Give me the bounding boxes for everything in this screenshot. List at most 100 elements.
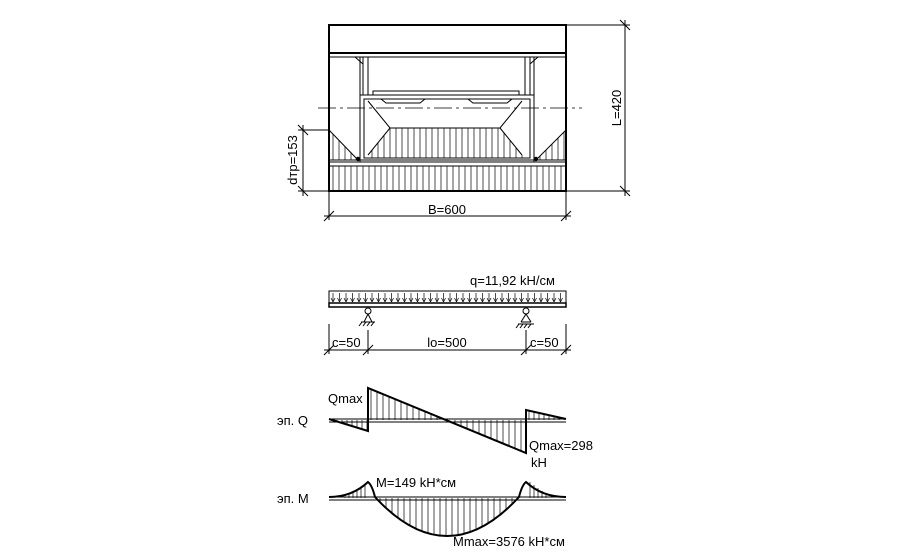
hatch-line [371,297,375,303]
hatch-line [506,297,509,303]
support-right [515,307,534,329]
insert-right [466,98,514,104]
hatch-line [480,297,483,303]
trapezoid-left-bottom [367,127,391,156]
rebar-left [355,156,361,162]
trapezoid-top [367,100,523,129]
m-max-label: Mmax=3576 kH*см [453,534,565,549]
m-support-label: M=149 kH*см [376,475,456,490]
hatch-line [337,297,340,303]
hatch-line [356,297,360,303]
diag-outer-right [535,129,567,161]
hatch-line [423,297,427,303]
rebar-right [533,156,539,162]
hatch-line [501,297,505,303]
hatch-line [339,297,342,303]
haunch-left [354,56,364,65]
beam-body [328,302,567,308]
hatch-line [514,297,518,303]
hatch-line [395,297,399,303]
hatch-line [343,297,347,303]
hatch-line [558,297,561,303]
hatch-line [332,297,336,303]
hatch-line [495,297,498,303]
dim-width-label: B=600 [428,202,466,217]
hatch-line [545,297,548,303]
hatch-line [358,297,362,303]
hatch-line [486,297,490,303]
dim-height-label: L=420 [609,90,624,127]
load-band [328,290,567,304]
section-hatch [332,128,565,190]
load-arrows [330,293,563,303]
hatch-line [428,297,431,303]
hatch-line [447,297,451,303]
hatch-line [475,297,479,303]
hatch-line [488,297,492,303]
cross-section: L=420 B=600 dтр=153 [285,19,631,222]
hatch-line [404,297,407,303]
moment-diagram-label: эп. М [277,491,309,506]
hatch-line [456,297,459,303]
hatch-line [430,297,433,303]
hatch-line [389,297,392,303]
hatch-line [538,297,542,303]
dim-depth-label: dтр=153 [285,135,300,185]
hatch-line [449,297,453,303]
dim-height: L=420 [566,19,631,197]
hatch-line [482,297,485,303]
support-left [358,307,375,327]
hatch-line [415,297,418,303]
hatch-line [436,297,440,303]
shear-diagram: эп. Q Qmax Qmax=298 kH [277,386,593,470]
hatch-line [454,297,457,303]
hatch-line [534,297,537,303]
hatch-line [519,297,522,303]
hatch-line [532,297,535,303]
hatch-line [508,297,511,303]
hatch-line [410,297,414,303]
load-label: q=11,92 kH/см [470,273,555,288]
hatch-line [560,297,563,303]
hatch-line [363,297,366,303]
qmax-right-label: Qmax=298 [529,438,593,453]
insert-left [379,98,427,104]
hatch-line [512,297,516,303]
hatch-line [553,297,557,303]
hatch-line [402,297,405,303]
hatch-line [434,297,438,303]
qmax-right-unit: kH [531,455,547,470]
span-left-label: c=50 [332,335,361,350]
beam-scheme: q=11,92 kH/см [323,273,572,356]
shear-diagram-label: эп. Q [277,413,308,428]
moment-diagram: эп. М M=149 kH*см Mmax=3576 kH*см [277,475,567,549]
shear-hatch [331,389,565,451]
span-middle-label: lo=500 [427,335,466,350]
hatch-line [527,297,531,303]
hatch-line [397,297,401,303]
dim-width: B=600 [323,191,572,222]
hatch-line [443,297,446,303]
hatch-line [547,297,550,303]
qmax-left-label: Qmax [328,391,363,406]
diag-outer-left [328,129,359,161]
hatch-line [441,297,444,303]
hatch-line [365,297,368,303]
hatch-line [499,297,503,303]
hatch-line [352,297,355,303]
hatch-line [417,297,420,303]
inner-top-plate [372,90,520,96]
hatch-line [473,297,477,303]
hatch-line [525,297,529,303]
shear-outline [328,386,567,455]
trapezoid-right-bottom [499,127,523,156]
hatch-line [421,297,425,303]
hatch-line [460,297,464,303]
hatch-line [369,297,373,303]
dim-depth: dтр=153 [285,124,329,197]
hatch-line [391,297,394,303]
hatch-line [540,297,544,303]
hatch-line [384,297,388,303]
